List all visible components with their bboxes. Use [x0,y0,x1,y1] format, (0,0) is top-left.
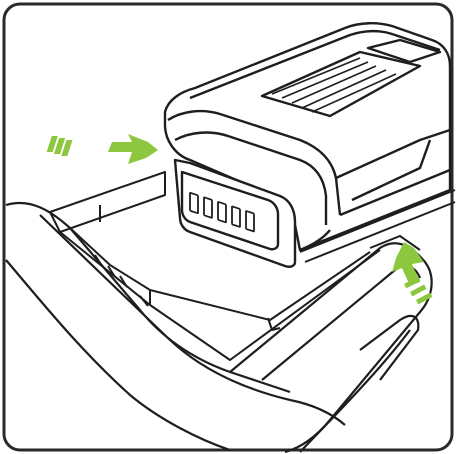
terminal-slot [246,211,254,232]
terminal-slot [190,193,198,214]
terminal-slot [232,206,240,227]
terminal-slot [218,202,226,223]
terminal-slot [204,197,212,218]
